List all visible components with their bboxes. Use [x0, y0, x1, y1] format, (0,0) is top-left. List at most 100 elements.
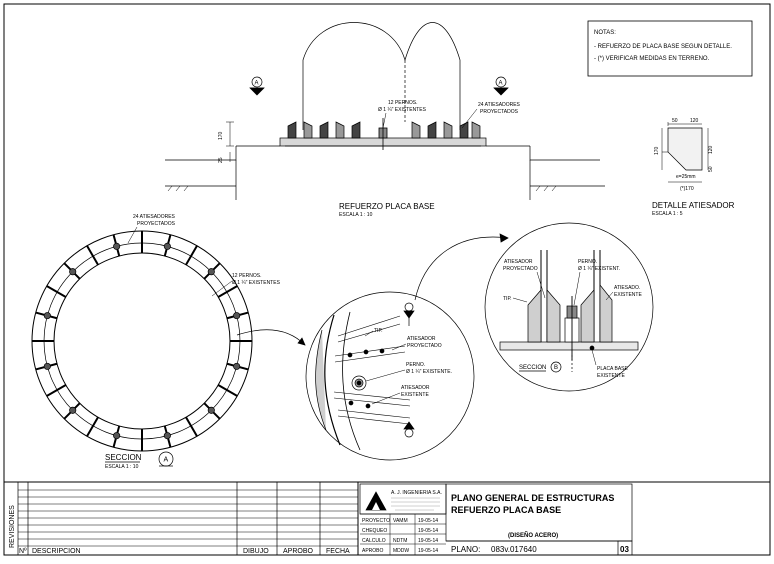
section-scale: ESCALA 1 : 10	[105, 464, 139, 470]
section-marker: A	[164, 457, 169, 464]
ring-stiffener	[185, 245, 198, 266]
elevation-stiffener	[459, 121, 469, 139]
elevation-stiffener	[319, 121, 329, 139]
revisions-label: REVISIONES	[9, 505, 16, 548]
zoom-plan-detail: TIP. ATIESADOR PROYECTADO PERNO. Ø 1 ¼" …	[305, 233, 509, 461]
section-title: SECCION	[105, 453, 142, 462]
sheet-number: 03	[620, 545, 629, 554]
ring-bolt	[207, 268, 215, 276]
sub-title: REFUERZO PLACA BASE	[451, 505, 561, 515]
col-aprobo: APROBO	[283, 548, 314, 555]
section-marker-a-right: A	[493, 76, 509, 96]
ring-bolt	[43, 362, 51, 370]
company-name: A. J. INGENIERIA S.A.	[391, 490, 442, 496]
elevation-stiffener	[471, 121, 481, 139]
ring-bolt	[69, 268, 77, 276]
ring-bolt	[43, 312, 51, 320]
ring-bolts	[43, 242, 241, 440]
sign-3: MDDW	[393, 548, 409, 554]
elevation-title: REFUERZO PLACA BASE	[339, 202, 435, 211]
ring-stiffener	[46, 285, 67, 298]
section-stiffeners-label-1: 24 ATIESADORES	[133, 214, 176, 220]
ring-stiffener	[86, 416, 99, 437]
sheet-border	[3, 3, 771, 556]
zoom-section-section-label: SECCION	[519, 365, 546, 371]
zoom-section-bolt-2: Ø 1 ¼" EXISTENT.	[578, 266, 620, 272]
zoom-section-stiffener-exist-2: EXISTENTE	[614, 292, 642, 298]
row-chequeo: CHEQUEO	[362, 528, 387, 534]
detail-dim-120-side: 120	[708, 145, 714, 154]
ring-bolt	[113, 432, 121, 440]
date-4: 19-05-14	[418, 548, 438, 554]
section-stiffeners-label-2: PROYECTADOS	[137, 221, 176, 227]
detail-title: DETALLE ATIESADOR	[652, 201, 735, 210]
zoom-section-plate-2: EXISTENTE	[597, 373, 625, 379]
elevation-section-marker-left: A	[255, 81, 259, 87]
main-title: PLANO GENERAL DE ESTRUCTURAS	[451, 493, 614, 503]
ring-bolt	[113, 242, 121, 250]
elevation-stiffener	[427, 121, 437, 139]
detail-dim-170: 170	[654, 146, 660, 155]
sign-2: NDTM	[393, 538, 407, 544]
row-calculo: CALCULO	[362, 538, 386, 544]
detail-dim-120-top: 120	[690, 118, 699, 124]
zoom-section-plate-1: PLACA BASE	[597, 366, 629, 372]
ring-stiffener	[217, 384, 238, 397]
elevation-stiffener	[351, 121, 361, 139]
elevation-scale: ESCALA 1 : 10	[339, 212, 373, 218]
zoom-section-detail: ATIESADOR PROYECTADO PERNO. Ø 1 ¼" EXIST…	[484, 222, 654, 392]
elevation-stiffener	[411, 121, 421, 139]
row-aprobo: APROBO	[362, 548, 384, 554]
stiffener-detail: 50 120 170 120 50 e=25mm (*)170 DETALLE …	[652, 118, 735, 217]
elevation-dim-25: 25	[218, 157, 224, 163]
date-1: 19-05-14	[418, 518, 438, 524]
notes-heading: NOTAS:	[594, 30, 616, 36]
title-block: REVISIONES Nº DESCRIPCION DIBUJO APROBO …	[3, 481, 770, 556]
elevation-bolts-label-2: Ø 1 ¼" EXISTENTES	[378, 107, 427, 113]
section-view: 24 ATIESADORES PROYECTADOS 12 PERNOS. Ø …	[31, 214, 306, 470]
col-desc: DESCRIPCION	[32, 548, 81, 555]
col-no: Nº	[19, 548, 27, 555]
detail-dim-50-side: 50	[708, 166, 714, 172]
row-proyecto: PROYECTO	[362, 518, 390, 524]
notes-line-2: - (*) VERIFICAR MEDIDAS EN TERRENO.	[594, 56, 710, 62]
zoom-plan-bolt-2: Ø 1 ¼" EXISTENTE.	[406, 369, 452, 375]
section-bolts-label-2: Ø 1 ¼" EXISTENTES	[232, 280, 281, 286]
elevation-stiffener	[287, 121, 297, 139]
col-fecha: FECHA	[326, 548, 350, 555]
notes-box: NOTAS: - REFUERZO DE PLACA BASE SEGUN DE…	[587, 20, 753, 77]
ring-bolt	[207, 406, 215, 414]
zoom-plan-tip: TIP.	[374, 328, 383, 334]
zoom-section-tip: TIP.	[503, 296, 512, 302]
date-3: 19-05-14	[418, 538, 438, 544]
zoom-section-stiffener-new-2: PROYECTADO	[503, 266, 538, 272]
detail-scale: ESCALA 1 : 5	[652, 211, 683, 217]
section-marker-a-left: A	[249, 76, 265, 96]
ring-stiffeners	[32, 231, 252, 451]
plano-label: PLANO:	[451, 545, 480, 554]
zoom-section-stiffener-exist-1: ATIESADO.	[614, 285, 640, 291]
elevation-stiffeners-label-2: PROYECTADOS	[480, 109, 519, 115]
zoom-plan-stiffener-exist-2: EXISTENTE	[401, 392, 429, 398]
ring-bolt	[163, 432, 171, 440]
ring-bolt	[233, 312, 241, 320]
zoom-section-bolt-1: PERNO.	[578, 259, 597, 265]
ring-stiffener	[46, 384, 67, 397]
ring-bolt	[163, 242, 171, 250]
zoom-plan-stiffener-exist-1: ATIESADOR	[401, 385, 430, 391]
zoom-plan-stiffener-new-2: PROYECTADO	[407, 343, 442, 349]
ring-bolt	[233, 362, 241, 370]
section-bolts-label-1: 12 PERNOS.	[232, 273, 261, 279]
ring-stiffener	[185, 416, 198, 437]
elevation-stiffener	[443, 121, 453, 139]
notes-line-1: - REFUERZO DE PLACA BASE SEGUN DETALLE.	[594, 44, 732, 50]
zoom-section-stiffener-new-1: ATIESADOR	[504, 259, 533, 265]
elevation-stiffeners-label-1: 24 ATIESADORES	[478, 102, 521, 108]
design-label: (DISEÑO ACERO)	[508, 532, 558, 539]
elevation-view: A A 12 PERNOS. Ø 1 ¼" EXISTENTES 24 ATIE…	[165, 22, 605, 218]
col-dibujo: DIBUJO	[243, 548, 269, 555]
elevation-stiffeners	[287, 121, 481, 139]
detail-thickness: e=25mm	[676, 174, 696, 180]
